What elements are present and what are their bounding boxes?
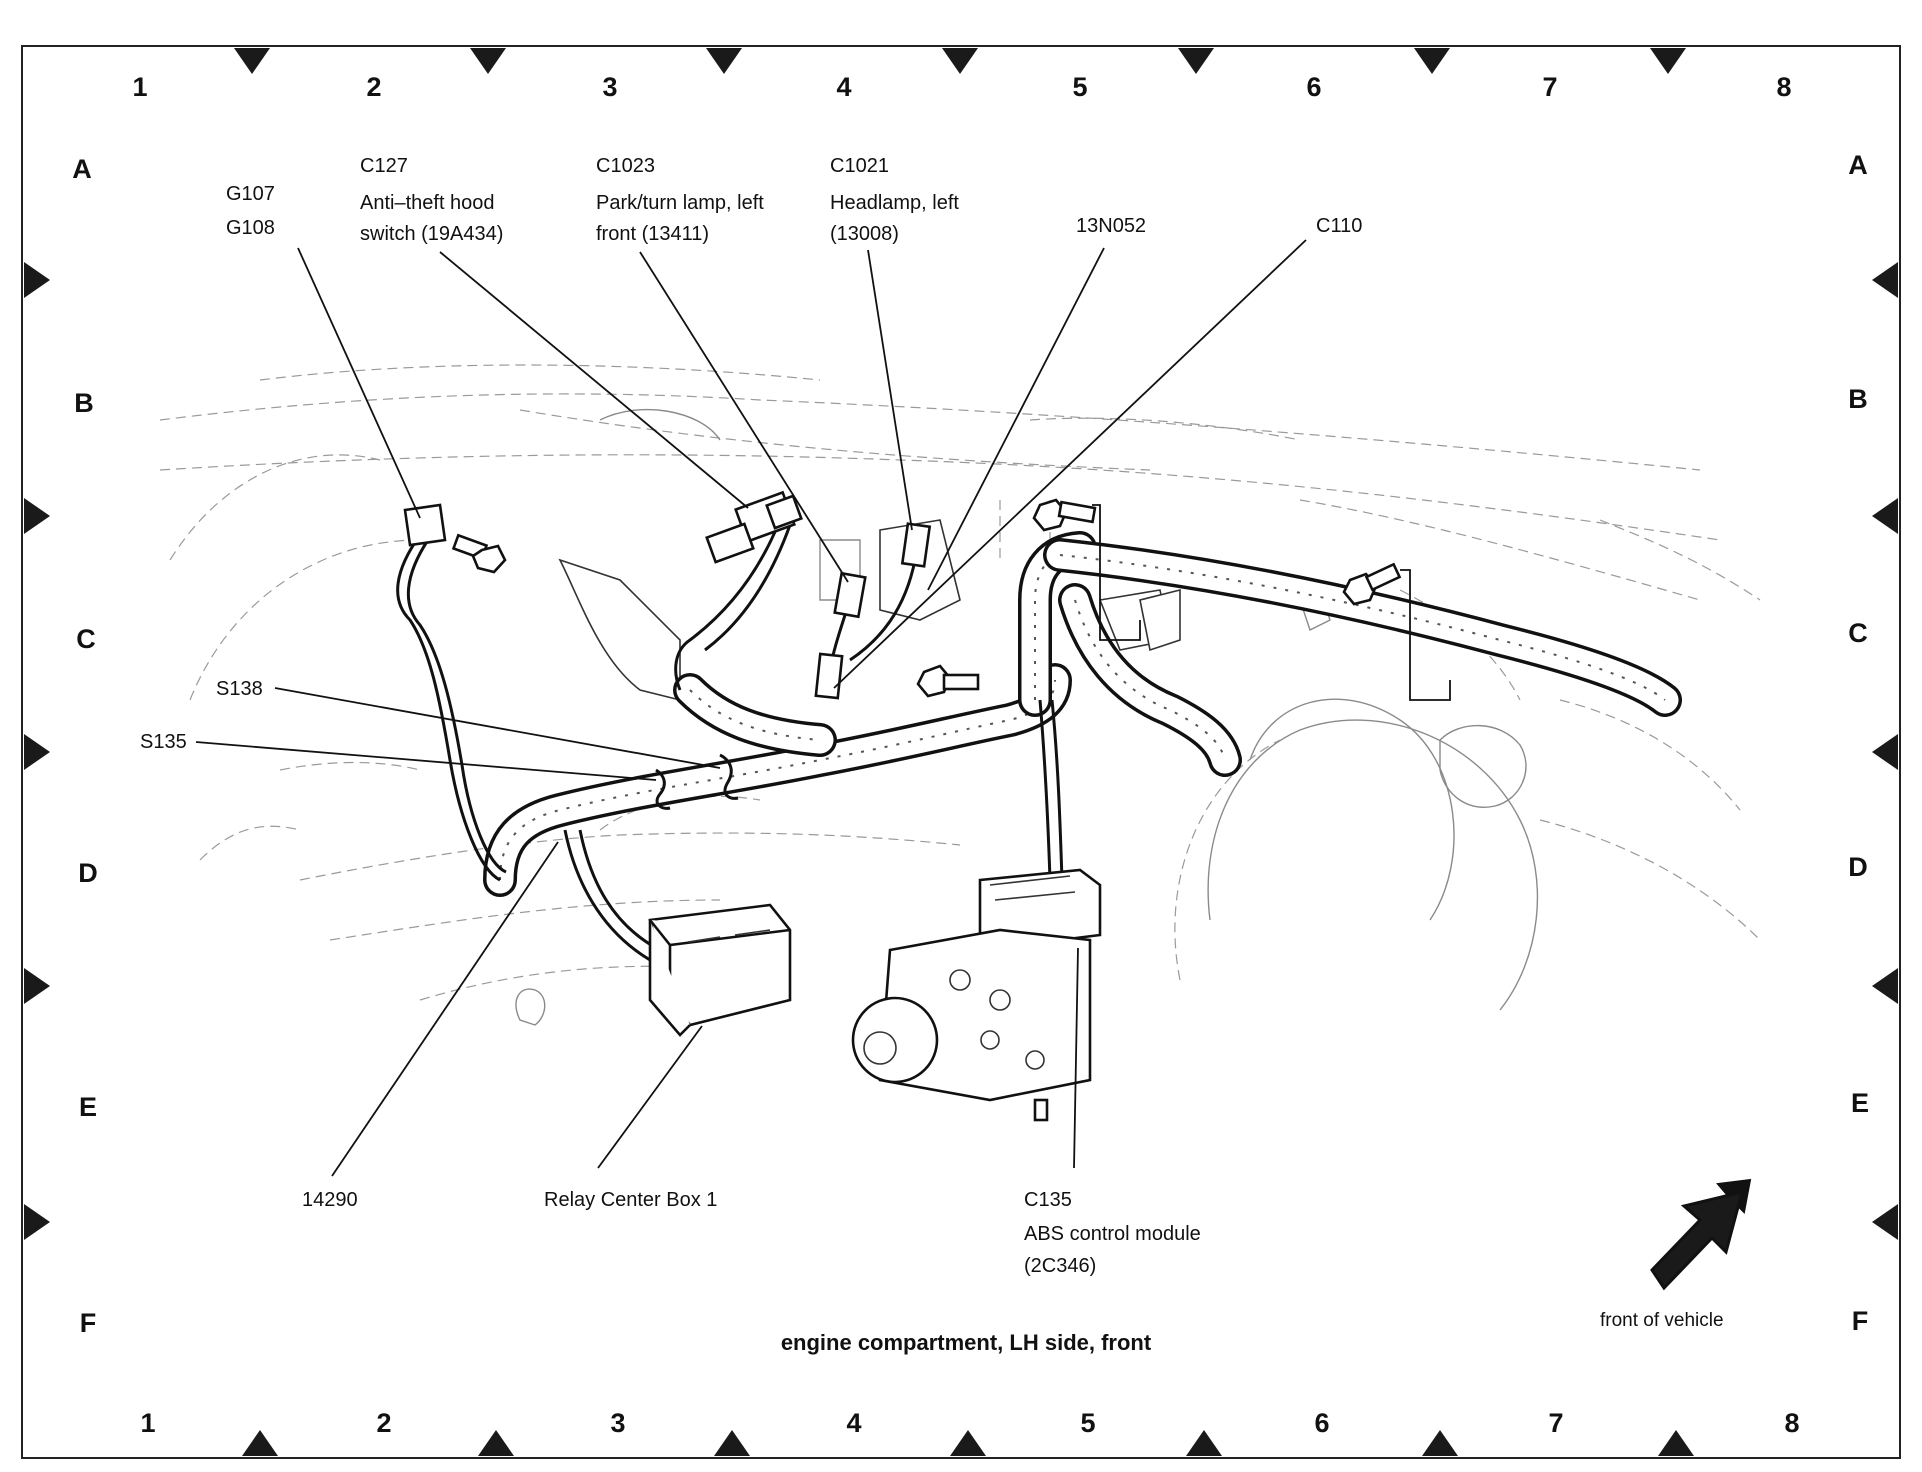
row-label: C [76,624,96,654]
grid-columns-top: 1 2 3 4 5 6 7 8 [132,72,1791,102]
callout-c110: C110 [1316,215,1362,237]
col-label: 6 [1306,72,1321,102]
grid-rows-left: A B C D E F [72,154,98,1338]
col-label: 8 [1784,1408,1799,1438]
callout-desc: switch (19A434) [360,223,503,245]
wires [396,519,1064,962]
callout-c1023: C1023 Park/turn lamp, left front (13411) [596,155,764,245]
grid-markers-right [1872,262,1898,1240]
diagram-frame [21,45,1901,1459]
row-label: E [1851,1088,1869,1118]
callout-code: C127 [360,155,408,177]
bracket-strap-right [1400,569,1451,701]
row-label: A [72,154,92,184]
col-label: 7 [1542,72,1557,102]
col-label: 8 [1776,72,1791,102]
col-label: 7 [1548,1408,1563,1438]
col-label: 6 [1314,1408,1329,1438]
front-of-vehicle-label: front of vehicle [1600,1310,1724,1331]
ground-g107-g108 [403,503,507,574]
abs-control-module [851,868,1102,1122]
callout-code: C1023 [596,155,655,177]
callout-code: C1021 [830,155,889,177]
callout-desc: ABS control module [1024,1223,1201,1245]
row-label: A [1848,150,1868,180]
col-label: 2 [366,72,381,102]
col-label: 1 [140,1408,155,1438]
row-label: F [80,1308,97,1338]
callout-c127: C127 Anti–theft hood switch (19A434) [360,155,503,245]
grid-rows-right: A B C D E F [1848,150,1869,1336]
callout-c1021: C1021 Headlamp, left (13008) [830,155,959,245]
col-label: 3 [610,1408,625,1438]
callout-s135: S135 [140,731,187,753]
callout-desc: Anti–theft hood [360,192,495,214]
row-label: B [74,388,94,418]
bolts [916,498,1402,698]
front-of-vehicle-arrow [1650,1178,1752,1291]
col-label: 2 [376,1408,391,1438]
grid-markers-top [234,48,1686,74]
callout-13n052: 13N052 [1076,215,1146,237]
col-label: 5 [1080,1408,1095,1438]
fender-bracket [558,519,1181,702]
bracket-strap [1092,504,1141,641]
connector-c1023 [833,571,867,619]
callout-desc: Park/turn lamp, left [596,192,764,214]
splices [655,753,739,810]
leader-lines [195,239,1307,1177]
connector-c127 [705,490,803,564]
callout-s138: S138 [216,678,263,700]
diagram-caption: engine compartment, LH side, front [781,1330,1152,1355]
wiring-harness-14290 [483,531,1682,897]
callout-relay-center-box: Relay Center Box 1 [544,1189,717,1211]
row-label: D [78,858,98,888]
callout-desc: front (13411) [596,223,709,245]
grid-markers-bottom [242,1430,1694,1456]
col-label: 4 [846,1408,861,1438]
callout-desc: (13008) [830,223,899,245]
callout-code: C135 [1024,1189,1072,1211]
callout-desc: (2C346) [1024,1255,1096,1277]
col-label: 3 [602,72,617,102]
callout-c135: C135 ABS control module (2C346) [1024,1189,1201,1277]
row-label: E [79,1092,97,1122]
callout-g107-g108: G107 G108 [226,183,275,239]
col-label: 4 [836,72,851,102]
row-label: F [1852,1306,1869,1336]
relay-center-box-1 [648,903,792,1037]
grid-columns-bottom: 1 2 3 4 5 6 7 8 [140,1408,1799,1438]
row-label: C [1848,618,1868,648]
callout-g107: G107 [226,183,275,205]
callout-g108: G108 [226,217,275,239]
engine-compartment-sketch [159,364,1761,1026]
row-label: B [1848,384,1868,414]
connector-c110 [814,652,844,700]
callout-desc: Headlamp, left [830,192,959,214]
connector-c1021 [900,522,932,568]
row-label: D [1848,852,1868,882]
col-label: 1 [132,72,147,102]
grid-markers-left [24,262,50,1240]
callout-14290: 14290 [302,1189,358,1211]
col-label: 5 [1072,72,1087,102]
